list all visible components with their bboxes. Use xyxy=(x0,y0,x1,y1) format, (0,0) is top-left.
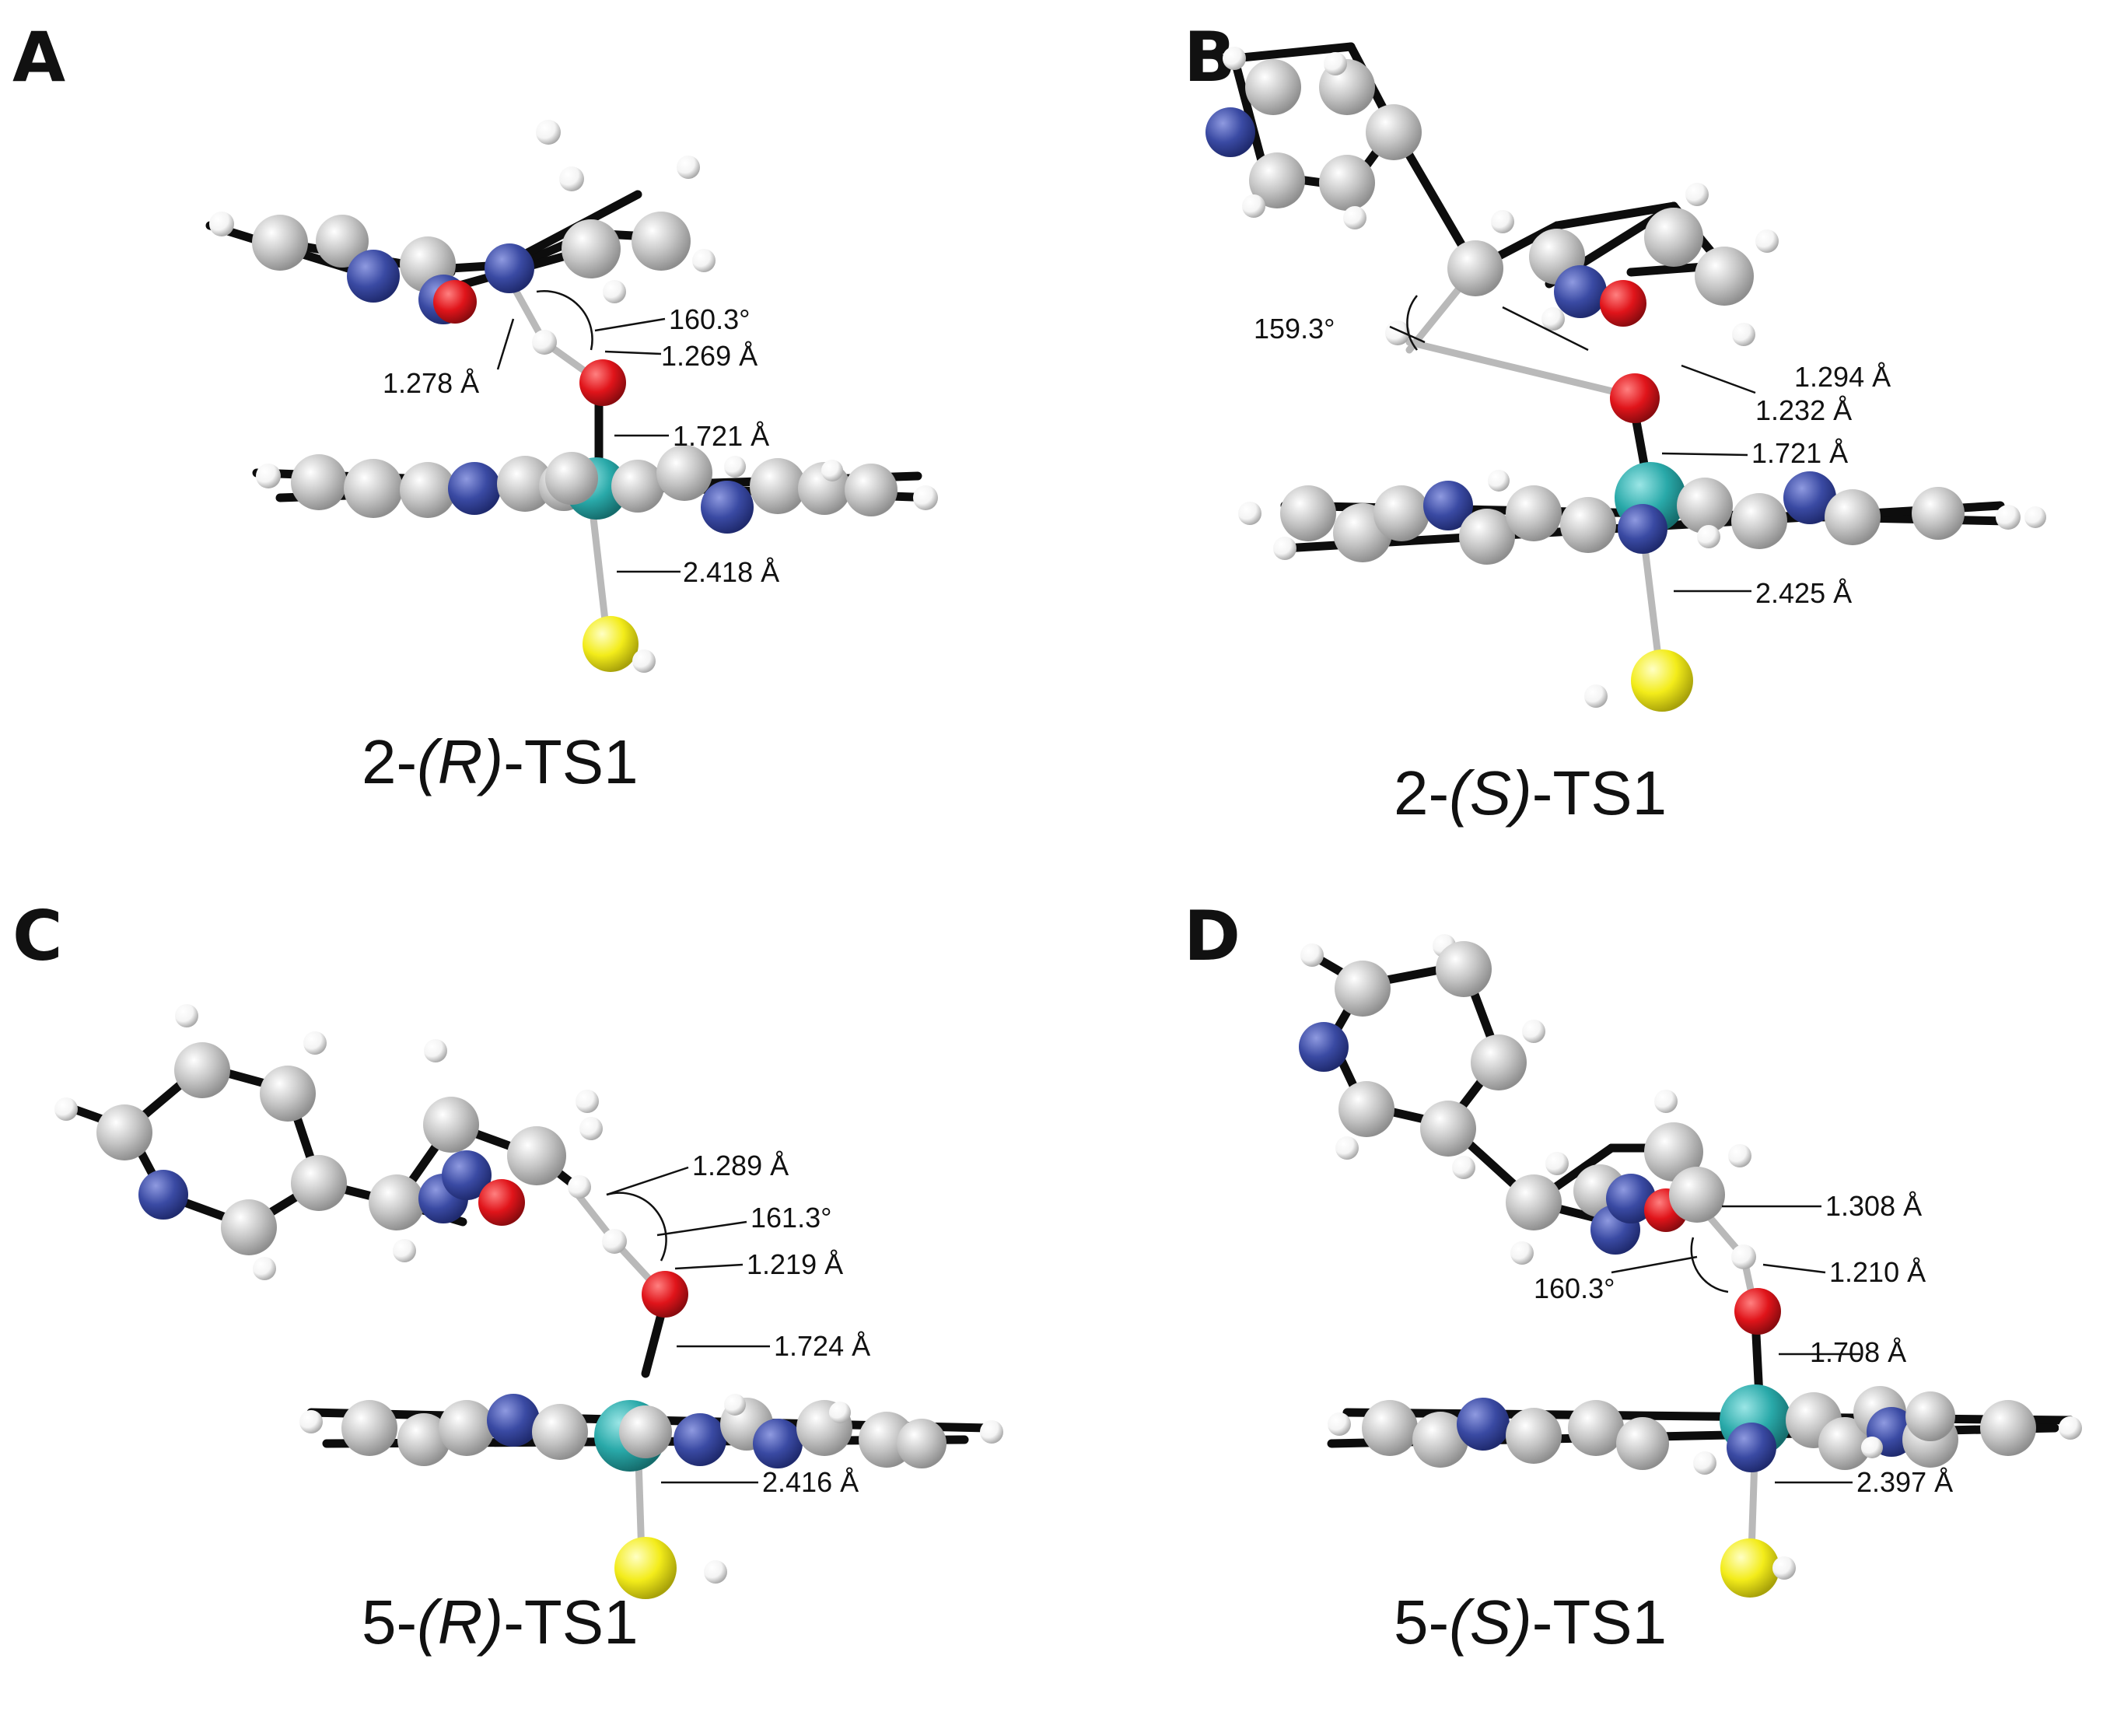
distance-label: 1.289 Å xyxy=(692,1150,789,1181)
sulfur-atom xyxy=(614,1537,677,1599)
substrate xyxy=(1205,47,1779,712)
bonds xyxy=(1230,42,2013,673)
angle-label: 160.3° xyxy=(669,303,750,335)
panel-c: C xyxy=(0,868,1052,1736)
measurement-labels: 160.3° 1.269 Å 1.278 Å 1.721 Å 2.418 Å xyxy=(383,290,779,588)
distance-label: 1.278 Å xyxy=(383,367,479,399)
measurement-labels: 1.308 Å 160.3° 1.210 Å 1.708 Å 2.397 Å xyxy=(1534,1190,1953,1498)
substrate xyxy=(54,1004,727,1599)
structure-caption: 5-(R)-TS1 xyxy=(362,1591,639,1654)
molecule-structure: 1.308 Å 160.3° 1.210 Å 1.708 Å 2.397 Å xyxy=(1299,934,2082,1598)
porphyrin-plane xyxy=(256,445,938,534)
transfer-hydrogen xyxy=(1385,320,1410,345)
panel-letter: A xyxy=(12,17,66,97)
distance-label: 1.724 Å xyxy=(774,1330,870,1362)
distance-label: 1.294 Å xyxy=(1794,361,1891,393)
distance-label: 1.708 Å xyxy=(1810,1336,1906,1368)
distance-label: 2.416 Å xyxy=(762,1466,859,1498)
oxo-oxygen xyxy=(1734,1288,1781,1335)
distance-label: 2.418 Å xyxy=(683,556,779,588)
oxo-oxygen xyxy=(1610,373,1660,423)
measurement-labels: 159.3° 1.294 Å 1.232 Å 1.721 Å 2.425 Å xyxy=(1254,295,1891,609)
caption-part: (S) xyxy=(1449,758,1532,828)
measurement-labels: 1.289 Å 161.3° 1.219 Å 1.724 Å 2.416 Å xyxy=(606,1150,870,1498)
molecule-structure: 159.3° 1.294 Å 1.232 Å 1.721 Å 2.425 Å xyxy=(1205,42,2046,712)
structure-caption: 2-(S)-TS1 xyxy=(1394,762,1667,824)
caption-part: -TS1 xyxy=(1531,1587,1667,1657)
distance-label: 2.397 Å xyxy=(1856,1466,1953,1498)
substrate xyxy=(1299,934,1796,1598)
caption-part: 2- xyxy=(1394,758,1450,828)
transfer-hydrogen xyxy=(602,1229,627,1254)
substrate xyxy=(209,120,716,673)
porphyrin-plane xyxy=(1238,462,2046,565)
distance-label: 1.269 Å xyxy=(661,340,758,372)
caption-part: (R) xyxy=(417,727,504,796)
sulfur-atom xyxy=(583,616,639,672)
caption-part: (S) xyxy=(1449,1587,1532,1657)
caption-part: 2- xyxy=(362,727,418,796)
distance-label: 1.721 Å xyxy=(1751,437,1848,469)
angle-label: 161.3° xyxy=(751,1202,831,1234)
sulfur-atom xyxy=(1720,1538,1779,1598)
panel-a: A xyxy=(0,0,1052,868)
distance-label: 2.425 Å xyxy=(1755,577,1852,609)
structure-caption: 5-(S)-TS1 xyxy=(1394,1591,1667,1654)
angle-label: 159.3° xyxy=(1254,313,1335,345)
distance-label: 1.232 Å xyxy=(1755,394,1852,426)
caption-part: 5- xyxy=(1394,1587,1450,1657)
caption-part: -TS1 xyxy=(503,727,639,796)
oxo-oxygen xyxy=(579,359,626,406)
angle-label: 160.3° xyxy=(1534,1272,1615,1304)
molecule-structure: 1.289 Å 161.3° 1.219 Å 1.724 Å 2.416 Å xyxy=(54,1004,1003,1599)
transfer-hydrogen xyxy=(1731,1244,1756,1269)
distance-label: 1.219 Å xyxy=(747,1248,843,1280)
caption-part: (R) xyxy=(417,1587,504,1657)
distance-label: 1.308 Å xyxy=(1825,1190,1922,1222)
distance-label: 1.210 Å xyxy=(1829,1256,1926,1288)
molecule-structure: 160.3° 1.269 Å 1.278 Å 1.721 Å 2.418 Å xyxy=(205,120,938,673)
panel-letter: C xyxy=(12,896,63,976)
caption-part: -TS1 xyxy=(503,1587,639,1657)
distance-label: 1.721 Å xyxy=(673,420,769,452)
caption-part: 5- xyxy=(362,1587,418,1657)
porphyrin-plane xyxy=(299,1394,1003,1472)
caption-part: -TS1 xyxy=(1531,758,1667,828)
panel-b: B xyxy=(1052,0,2103,868)
structure-caption: 2-(R)-TS1 xyxy=(362,731,639,793)
porphyrin-plane xyxy=(1328,1384,2082,1475)
sulfur-atom xyxy=(1631,649,1693,712)
panel-d: D xyxy=(1052,868,2103,1736)
transfer-hydrogen xyxy=(532,330,557,355)
panel-letter: D xyxy=(1184,896,1241,976)
oxo-oxygen xyxy=(642,1271,688,1318)
